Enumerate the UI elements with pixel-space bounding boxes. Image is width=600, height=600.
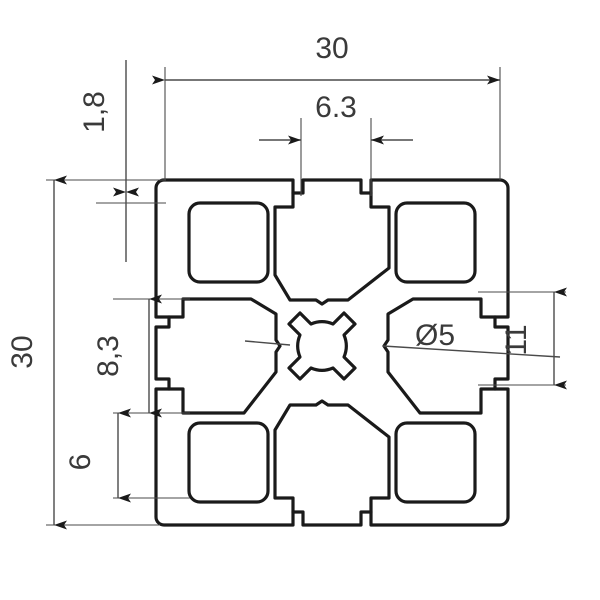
corner-bore-top-left <box>187 201 270 284</box>
slot-cavity-left <box>167 297 282 415</box>
slot-cavity-top <box>273 191 391 306</box>
dim-label-height-left: 30 <box>6 335 39 368</box>
corner-bore-bottom-left <box>187 421 270 504</box>
center-hole-cross <box>287 311 357 381</box>
dimension-lines-group <box>46 67 566 526</box>
dim-label-wall-thickness: 1,8 <box>78 91 111 133</box>
dim-label-center-hole: Ø5 <box>415 319 455 352</box>
dim-label-lower-offset: 6 <box>64 454 97 471</box>
dimension-arrows-group <box>53 60 567 530</box>
dim-label-inner-offset: 8,3 <box>92 335 125 377</box>
slot-cavity-bottom <box>273 399 391 514</box>
corner-bore-bottom-right <box>394 421 477 504</box>
profile-outline-group <box>154 178 510 527</box>
profile-outer-boundary <box>154 178 510 527</box>
dim-label-right-span: 11 <box>500 324 533 355</box>
corner-bore-top-right <box>394 201 477 284</box>
dim-label-width-top: 30 <box>315 32 348 65</box>
leader-line-center-hole-2 <box>244 340 291 346</box>
dim-label-slot-opening: 6.3 <box>315 91 357 124</box>
slot-cavity-right <box>382 297 497 415</box>
leader-line-center-hole <box>382 345 561 358</box>
